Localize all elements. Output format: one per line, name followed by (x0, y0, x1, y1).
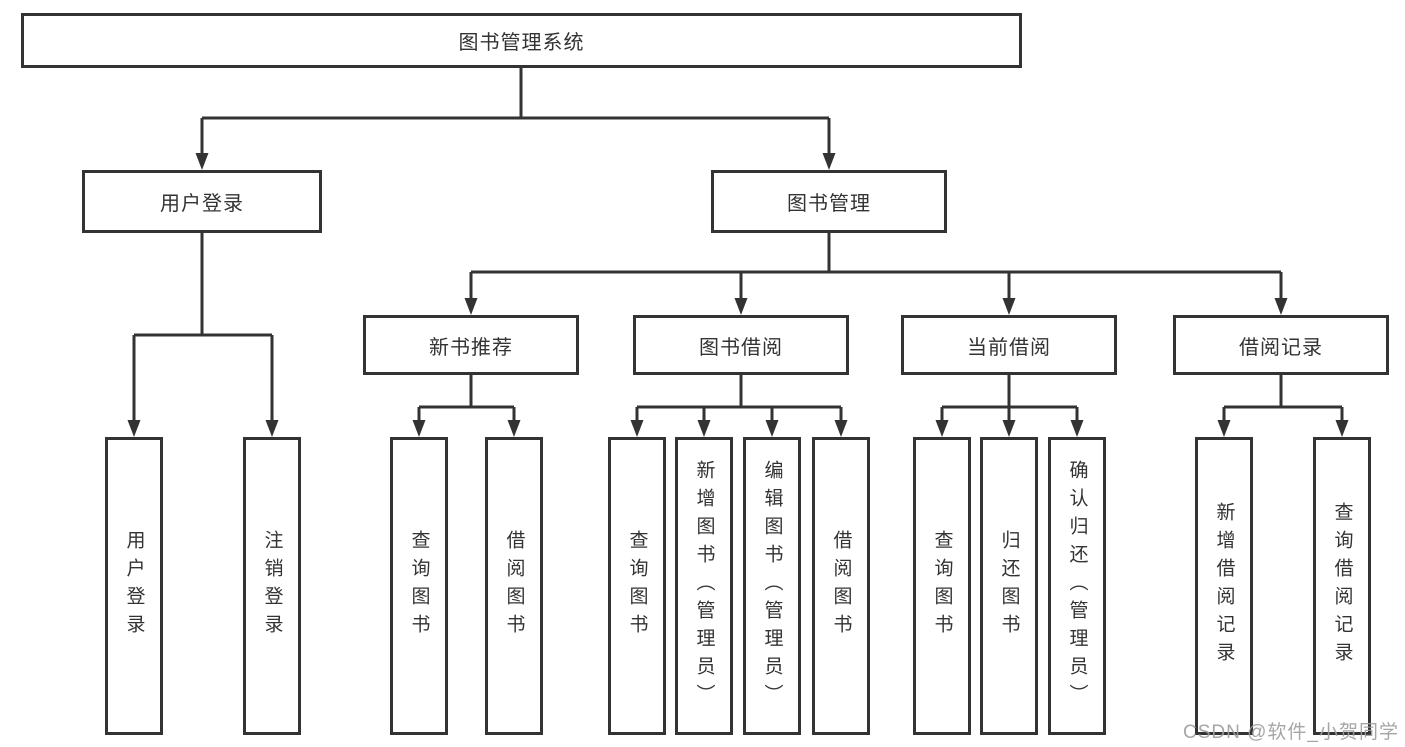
leaf-query-books-current: 查询图书 (913, 437, 971, 735)
connector-user-login-split (132, 233, 274, 424)
node-user-login: 用户登录 (82, 170, 322, 233)
leaf-logout: 注销登录 (243, 437, 301, 735)
arrowhead (127, 420, 141, 437)
arrowhead (1070, 420, 1084, 437)
leaf-label: 注销登录 (261, 530, 283, 642)
leaf-label: 编辑图书（管理员） (761, 460, 783, 712)
leaf-borrow-books-borrowing: 借阅图书 (812, 437, 870, 735)
leaf-label: 查询图书 (626, 530, 648, 642)
leaf-label: 归还图书 (998, 530, 1020, 642)
node-book-management: 图书管理 (711, 170, 947, 233)
arrowhead (734, 298, 748, 315)
leaf-user-login: 用户登录 (105, 437, 163, 735)
arrowhead (1002, 298, 1016, 315)
arrowhead (1002, 420, 1016, 437)
leaf-add-borrow-record: 新增借阅记录 (1195, 437, 1253, 735)
leaf-add-books-admin: 新增图书（管理员） (675, 437, 733, 735)
leaf-label: 查询图书 (408, 530, 430, 642)
connector-book-borrowing-split (635, 375, 843, 424)
node-borrow-records: 借阅记录 (1173, 315, 1389, 375)
leaf-label: 新增借阅记录 (1213, 502, 1235, 670)
leaf-label: 确认归还（管理员） (1066, 460, 1088, 712)
leaf-label: 新增图书（管理员） (693, 460, 715, 712)
leaf-label: 查询借阅记录 (1331, 502, 1353, 670)
arrowhead (765, 420, 779, 437)
arrowhead (265, 420, 279, 437)
arrowhead (834, 420, 848, 437)
arrowhead (412, 420, 426, 437)
leaf-return-books: 归还图书 (980, 437, 1038, 735)
node-new-book-recommend: 新书推荐 (363, 315, 579, 375)
arrowhead (935, 420, 949, 437)
connector-book-management-split (469, 233, 1283, 302)
csdn-watermark: CSDN @软件_小贺同学 (1183, 722, 1399, 743)
leaf-query-books-recommend: 查询图书 (390, 437, 448, 735)
arrowhead (1274, 298, 1288, 315)
leaf-label: 借阅图书 (503, 530, 525, 642)
node-book-borrowing: 图书借阅 (633, 315, 849, 375)
node-root: 图书管理系统 (21, 13, 1022, 68)
arrowhead (822, 153, 836, 170)
leaf-confirm-return-admin: 确认归还（管理员） (1048, 437, 1106, 735)
leaf-label: 查询图书 (931, 530, 953, 642)
arrowhead (464, 298, 478, 315)
connector-root-split (200, 68, 831, 157)
connector-borrow-records-split (1222, 375, 1344, 424)
arrowhead (195, 153, 209, 170)
leaf-label: 用户登录 (123, 530, 145, 642)
leaf-query-books-borrowing: 查询图书 (608, 437, 666, 735)
arrowhead (630, 420, 644, 437)
leaf-borrow-books-recommend: 借阅图书 (485, 437, 543, 735)
node-current-borrowing: 当前借阅 (901, 315, 1117, 375)
arrowhead (697, 420, 711, 437)
leaf-query-borrow-record: 查询借阅记录 (1313, 437, 1371, 735)
arrowhead (1335, 420, 1349, 437)
arrowhead (507, 420, 521, 437)
leaf-label: 借阅图书 (830, 530, 852, 642)
connector-current-borrowing-split (940, 375, 1079, 424)
connector-new-book-split (417, 375, 516, 424)
leaf-edit-books-admin: 编辑图书（管理员） (743, 437, 801, 735)
arrowhead (1217, 420, 1231, 437)
